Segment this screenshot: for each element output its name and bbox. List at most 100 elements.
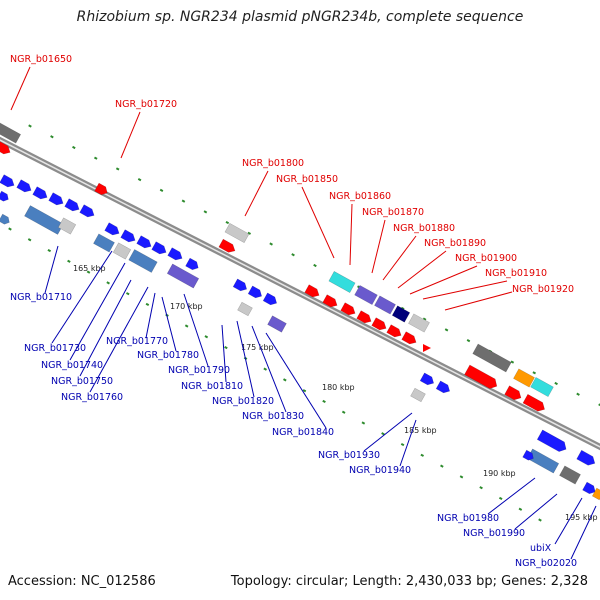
gene-label-blue-leader xyxy=(69,262,126,361)
gene-label-blue: NGR_b01760 xyxy=(61,392,123,403)
gene-arrow xyxy=(401,331,417,345)
gene-box-shape xyxy=(57,217,77,235)
gene-arrow xyxy=(120,229,136,243)
scale-label: 190 kbp xyxy=(483,469,516,478)
tick-mark-upper xyxy=(247,231,252,235)
gene-arrow xyxy=(536,429,567,452)
gene-label-red-leader xyxy=(349,203,353,266)
tick-mark-lower xyxy=(27,238,32,242)
gene-box-shape xyxy=(0,120,22,144)
gene-arrow-shape xyxy=(435,380,450,394)
gene-box-shape xyxy=(112,242,132,260)
map-title: Rhizobium sp. NGR234 plasmid pNGR234b, c… xyxy=(76,9,524,25)
gene-label-red: NGR_b01650 xyxy=(10,54,72,65)
tick-mark-lower xyxy=(302,389,307,393)
scale-label: 185 kbp xyxy=(404,426,437,435)
scale-label: 180 kbp xyxy=(322,383,355,392)
gene-label-red-leader xyxy=(382,235,417,281)
gene-arrow-shape xyxy=(582,481,596,495)
tick-mark-upper xyxy=(28,124,32,128)
gene-box xyxy=(166,263,200,289)
accession-text: Accession: NC_012586 xyxy=(8,574,156,589)
gene-label-blue-leader xyxy=(570,505,597,560)
tick-mark-lower xyxy=(145,302,150,307)
gene-box-shape xyxy=(354,285,378,305)
gene-arrow xyxy=(48,192,64,206)
gene-label-red-leader xyxy=(120,111,141,159)
tick-mark-upper xyxy=(203,210,208,214)
gene-label-red-leader xyxy=(301,186,335,259)
gene-box-shape xyxy=(374,295,396,315)
gene-label-red-leader xyxy=(409,265,478,295)
gene-box xyxy=(410,387,426,403)
tick-mark-lower xyxy=(67,259,71,263)
gene-label-blue: NGR_b01780 xyxy=(137,350,199,361)
gene-arrow-shape xyxy=(120,229,136,243)
gene-box xyxy=(112,242,132,260)
gene-label-blue: NGR_b02020 xyxy=(515,558,577,569)
gene-arrow-shape xyxy=(167,247,183,261)
gene-arrow xyxy=(185,257,199,271)
tick-mark-lower xyxy=(498,496,503,501)
tick-mark-lower xyxy=(224,345,228,350)
gene-arrow-shape xyxy=(322,294,338,308)
tick-mark-lower xyxy=(283,378,287,382)
gene-arrow xyxy=(464,364,498,389)
gene-arrow xyxy=(94,182,108,196)
gene-arrow xyxy=(522,393,545,412)
gene-arrow-shape xyxy=(340,302,356,316)
gene-label-red-leader xyxy=(244,170,269,217)
gene-box-shape xyxy=(513,368,535,388)
backbone-highlight xyxy=(0,139,600,448)
gene-arrow-shape xyxy=(356,310,372,324)
scale-label: 195 kbp xyxy=(565,513,598,522)
gene-label-blue-leader xyxy=(89,286,149,393)
gene-arrow-shape xyxy=(64,198,80,212)
gene-label-red-leader xyxy=(371,219,386,274)
gene-label-blue-leader xyxy=(554,497,583,545)
gene-arrow xyxy=(504,385,522,401)
gene-box xyxy=(224,222,250,244)
tick-mark-lower xyxy=(479,486,483,490)
gene-arrow xyxy=(16,179,32,193)
gene-label-blue-leader xyxy=(487,477,536,515)
gene-arrow xyxy=(435,380,450,394)
gene-arrow-shape xyxy=(576,449,596,466)
tick-mark-upper xyxy=(444,328,449,332)
gene-arrow-shape xyxy=(386,324,402,338)
gene-box xyxy=(472,343,512,373)
gene-label-blue: NGR_b01840 xyxy=(272,427,334,438)
tick-mark-upper xyxy=(50,135,54,139)
gene-box-shape xyxy=(237,301,253,317)
gene-box-shape xyxy=(24,205,64,235)
gene-arrow xyxy=(247,285,262,299)
gene-arrow xyxy=(340,302,356,316)
gene-arrow-shape xyxy=(247,285,262,299)
gene-arrow-shape xyxy=(0,141,11,155)
gene-label-blue-leader xyxy=(145,292,156,339)
gene-arrow xyxy=(136,235,152,249)
gene-arrow xyxy=(32,186,48,200)
tick-mark-upper xyxy=(225,220,230,225)
gene-label-blue: NGR_b01770 xyxy=(106,336,168,347)
gene-arrow xyxy=(522,449,534,461)
gene-label-red-leader xyxy=(444,291,513,311)
tick-mark-lower xyxy=(400,442,405,447)
gene-box xyxy=(128,249,158,273)
tick-mark-lower xyxy=(263,367,267,371)
gene-arrow-shape xyxy=(16,179,32,193)
gene-arrow xyxy=(0,141,11,155)
gene-box xyxy=(513,368,535,388)
gene-arrow-shape xyxy=(79,204,95,218)
gene-arrow-shape xyxy=(262,292,277,306)
gene-box-shape xyxy=(267,315,287,333)
gene-arrow-shape xyxy=(136,235,152,249)
tick-mark-upper xyxy=(466,339,471,343)
gene-box xyxy=(24,205,64,235)
tick-mark-upper xyxy=(576,392,580,396)
gene-arrow xyxy=(262,292,277,306)
tick-mark-lower xyxy=(125,292,130,296)
gene-arrow xyxy=(304,284,320,298)
gene-label-blue-leader xyxy=(265,332,327,429)
gene-box-shape xyxy=(0,213,10,225)
